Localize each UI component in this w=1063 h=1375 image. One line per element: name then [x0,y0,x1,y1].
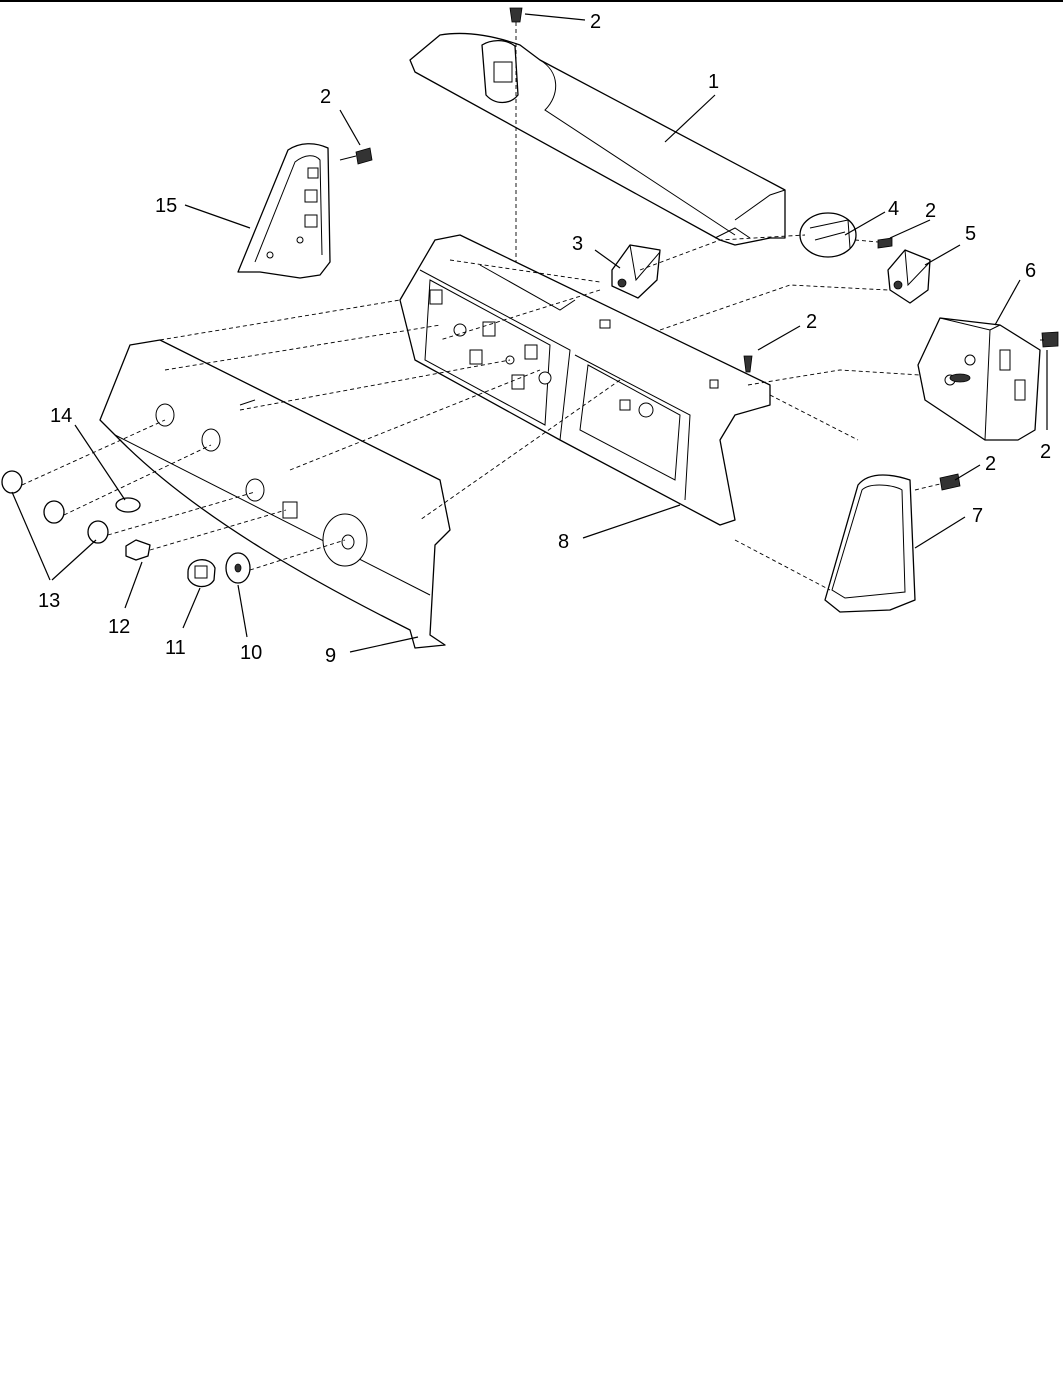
callout-label: 10 [240,642,262,664]
part-10-dial [225,552,251,584]
part-13-knobs [1,470,109,544]
callout-2-far: 2 [1040,350,1051,463]
part-5-small-switch [887,249,931,304]
callout-label: 13 [38,590,60,612]
part-9-control-panel [99,339,451,649]
callout-label: 3 [572,233,583,255]
callout-6: 6 [994,260,1036,326]
callout-label: 2 [590,11,601,33]
callout-9: 9 [325,636,419,667]
screw-left [339,147,373,165]
top-border-rule [0,0,1063,2]
part-15-left-end-cap [237,143,331,279]
callout-label: 7 [972,505,983,527]
callout-label: 2 [1040,441,1051,463]
screw-near-7 [939,473,961,491]
callout-8: 8 [558,504,681,553]
callout-label: 2 [985,453,996,475]
callout-2-left: 2 [320,86,361,146]
screw-top [509,7,523,23]
part-1-console-cover [409,32,786,246]
callout-5: 5 [924,223,976,266]
callout-14: 14 [50,405,126,501]
assembly-guide-lines [21,22,1045,591]
callout-label: 12 [108,616,130,638]
screw-near-4 [877,237,893,249]
callout-15: 15 [155,195,251,229]
callout-2-right: 2 [889,200,936,239]
callout-label: 8 [558,531,569,553]
callout-2-mid: 2 [757,311,817,351]
part-7-right-end-cap [824,474,916,613]
callout-3: 3 [572,233,621,269]
callout-label: 6 [1025,260,1036,282]
callout-7: 7 [914,505,983,549]
callout-label: 14 [50,405,72,427]
part-6-timer [917,317,1041,441]
part-12-button [125,539,151,561]
callout-label: 5 [965,223,976,245]
callout-label: 11 [165,637,186,659]
part-8-console-frame [399,234,771,526]
screw-mid [743,355,753,373]
callout-2-lower: 2 [954,453,996,481]
callout-label: 2 [320,86,331,108]
callout-label: 2 [806,311,817,333]
part-14-lens [115,497,141,513]
part-4-switch [799,212,857,258]
callout-label: 15 [155,195,177,217]
part-3-switch [611,244,661,299]
callout-4: 4 [844,198,899,236]
callout-10: 10 [237,584,262,664]
callout-label: 9 [325,645,336,667]
callout-1: 1 [664,71,719,143]
callout-label: 1 [708,71,719,93]
callout-11: 11 [165,587,201,659]
screw-far-right [1041,331,1059,348]
callout-2-top: 2 [524,11,601,33]
part-11-knob [187,559,216,588]
callout-12: 12 [108,561,143,638]
callout-label: 2 [925,200,936,222]
callout-13: 13 [11,491,97,612]
exploded-parts-diagram: 2 1 2 15 3 4 2 5 [1,7,1059,667]
callout-label: 4 [888,198,899,220]
